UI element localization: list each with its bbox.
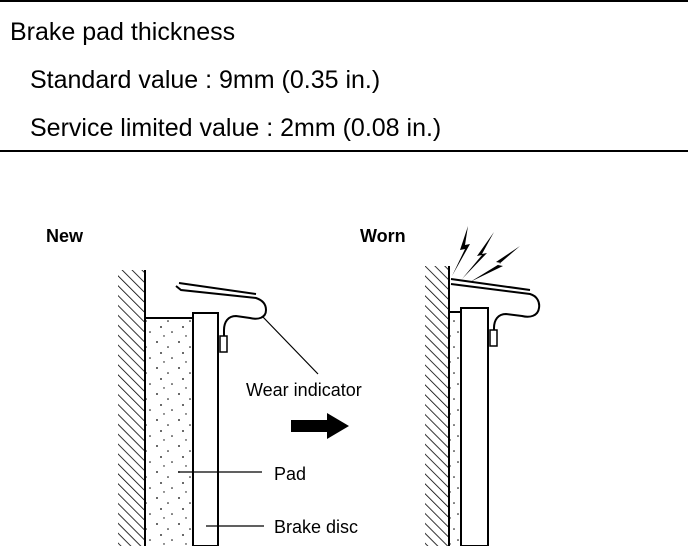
indicator-clip-worn — [489, 329, 498, 347]
backing-plate-hatch — [118, 270, 145, 546]
worn-pad-assembly — [425, 266, 541, 546]
callout-pad: Pad — [274, 464, 306, 484]
brake-pad-diagram: New Wear indicator Pad Brake disc Worn — [46, 226, 541, 546]
spec-table: Brake pad thickness Standard value : 9mm… — [0, 0, 688, 152]
brake-disc-worn — [460, 307, 489, 546]
service-limit-value: Service limited value : 2mm (0.08 in.) — [30, 114, 442, 142]
new-pad-assembly — [118, 270, 268, 546]
backing-plate-hatch-worn — [425, 266, 449, 546]
wear-indicator-worn — [450, 283, 541, 346]
callout-wear-indicator: Wear indicator — [246, 380, 362, 400]
indicator-clip — [219, 335, 228, 353]
right-arrow-icon — [291, 413, 349, 439]
spec-title: Brake pad thickness — [10, 18, 236, 46]
pad-friction-material — [145, 318, 193, 546]
brake-disc — [192, 312, 219, 546]
wear-indicator — [175, 285, 268, 350]
callout-brake-disc: Brake disc — [274, 517, 358, 537]
pad-friction-material-worn — [449, 312, 461, 546]
standard-value: Standard value : 9mm (0.35 in.) — [30, 66, 381, 94]
label-worn: Worn — [360, 226, 406, 246]
label-new: New — [46, 226, 84, 246]
squeal-lightning-icon — [452, 226, 520, 282]
